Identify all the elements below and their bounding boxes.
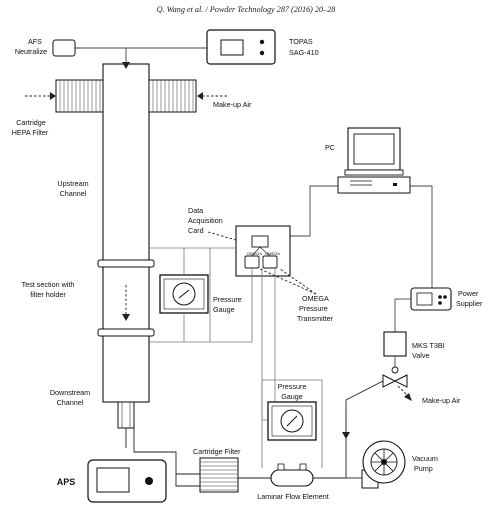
pressure-gauge-1-label-2: Gauge: [213, 305, 235, 314]
vacuum-label-2: Pump: [414, 464, 433, 473]
vacuum-label: Vacuum: [412, 454, 438, 463]
topas-label-2: SAG-410: [289, 48, 319, 57]
cartridge-hepa-label-2: HEPA Filter: [12, 128, 49, 137]
laminar-flow-element: [270, 463, 314, 487]
makeup-air-arrow-left: [25, 92, 56, 100]
pc-computer: [337, 127, 411, 194]
laminar-label: Laminar Flow Element: [257, 492, 329, 501]
daq-pointer: [207, 231, 237, 241]
vacuum-pump: [361, 440, 406, 489]
downstream-label-2: Channel: [57, 398, 84, 407]
power-label-2: Supplier: [456, 299, 483, 308]
daq-label-2: Acquisition: [188, 216, 223, 225]
power-supplier: [394, 287, 452, 332]
downstream-label: Downstream: [50, 388, 90, 397]
omega-pointer-a: [279, 268, 317, 295]
makeup-air-top-label: Make-up Air: [213, 100, 252, 109]
flow-arrow-test-section: [122, 285, 130, 321]
test-section-label-2: filter holder: [30, 290, 66, 299]
afs-neutralizer: [52, 39, 126, 57]
makeup-air-arrow-right-top: [197, 92, 227, 100]
aps-label: APS: [57, 477, 76, 487]
daq-label-3: Card: [188, 226, 204, 235]
pc-power-cable: [410, 185, 433, 288]
flow-arrow-top: [122, 48, 130, 69]
upstream-label-2: Channel: [60, 189, 87, 198]
test-section-label: Test section with: [22, 280, 75, 289]
makeup-air-arrow-right: [397, 385, 412, 401]
cartridge-hepa-label: Cartridge: [16, 118, 46, 127]
omega-label-3: Transmitter: [297, 314, 334, 323]
pressure-gauge-1: [159, 274, 209, 314]
header-citation: Q. Wang et al. / Powder Technology 287 (…: [157, 5, 336, 14]
cartridge-hepa-filter-left: [55, 79, 104, 113]
aps-instrument: [87, 459, 167, 503]
pressure-gauge-2: [267, 401, 317, 441]
mks-label: MKS T3BI: [412, 341, 445, 350]
pc-label: PC: [325, 143, 335, 152]
upstream-label: Upstream: [57, 179, 88, 188]
daq-label: Data: [188, 206, 203, 215]
transmitter-tag-1: OMEGA: [247, 251, 262, 256]
cartridge-filter-label: Cartridge Filter: [193, 447, 241, 456]
makeup-air-right-label: Make-up Air: [422, 396, 461, 405]
pc-daq-cable: [290, 185, 338, 237]
topas-label: TOPAS: [289, 37, 313, 46]
main-channel: [97, 63, 155, 429]
afs-label-2: Neutralize: [15, 47, 47, 56]
mks-valve: [382, 331, 408, 388]
flow-arrow-down-right: [342, 412, 350, 439]
topas-generator: [126, 29, 276, 65]
afs-label: AFS: [28, 37, 42, 46]
omega-pointer-b: [259, 268, 317, 295]
omega-label: OMEGA: [302, 294, 329, 303]
transmitter-tag-2: OMEGA: [265, 251, 280, 256]
pressure-gauge-2-label-2: Gauge: [281, 392, 303, 401]
data-acquisition-card: [235, 225, 291, 277]
pressure-gauge-1-label: Pressure: [213, 295, 242, 304]
cartridge-hepa-filter-right: [148, 79, 197, 113]
mks-label-2: Valve: [412, 351, 429, 360]
power-label: Power: [458, 289, 479, 298]
pressure-gauge-2-label: Pressure: [278, 382, 307, 391]
cartridge-filter: [199, 457, 239, 493]
pressure-tubing-2: [261, 379, 323, 468]
omega-label-2: Pressure: [299, 304, 328, 313]
